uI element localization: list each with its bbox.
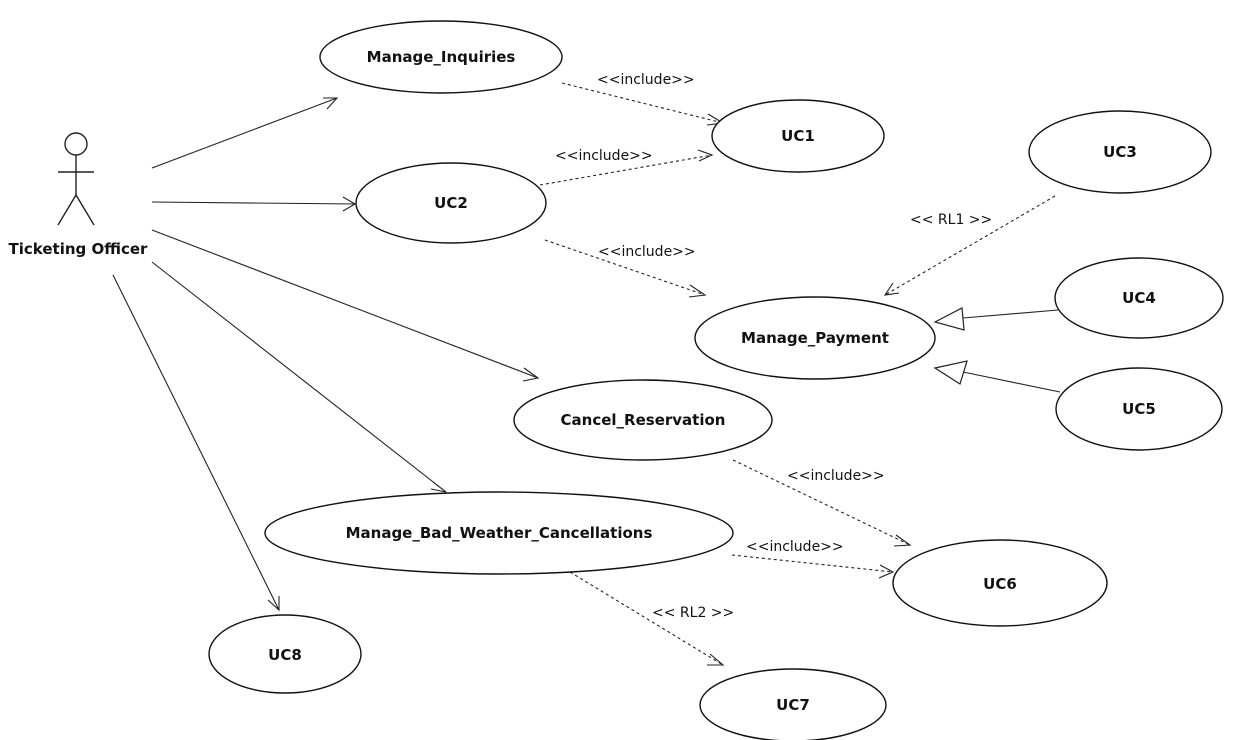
gen-triangle-uc4 (933, 307, 965, 331)
assoc-arrowhead (267, 596, 280, 612)
use-case-label: Manage_Bad_Weather_Cancellations (346, 524, 653, 542)
associations (112, 97, 540, 612)
dep-arrowhead (707, 653, 725, 666)
use-case-uc1[interactable]: UC1 (711, 99, 885, 173)
use-case-ellipse (694, 296, 936, 380)
use-case-uc7[interactable]: UC7 (699, 668, 887, 740)
use-case-label: UC8 (268, 646, 302, 664)
dep-arrowhead (878, 564, 895, 579)
dep-uc2-payment (544, 239, 706, 296)
use-case-uc5[interactable]: UC5 (1055, 367, 1223, 451)
use-case-uc4[interactable]: UC4 (1054, 257, 1224, 339)
use-case-label: UC1 (781, 127, 815, 145)
use-case-ellipse (1054, 257, 1224, 339)
label-rl1: << RL1 >> (910, 212, 992, 228)
label-include: <<include>> (597, 72, 695, 88)
gen-uc5-payment (962, 371, 1061, 393)
use-case-manage-bad-weather-cancellations[interactable]: Manage_Bad_Weather_Cancellations (264, 491, 734, 575)
dep-arrowhead (893, 534, 912, 547)
use-case-ellipse (264, 491, 734, 575)
use-case-label: UC3 (1103, 143, 1137, 161)
relationship-labels: <<include>> <<include>> <<include>> << R… (555, 72, 992, 621)
dep-uc3-payment (884, 195, 1056, 296)
use-case-label: Manage_Payment (741, 329, 889, 347)
use-case-ellipse (1028, 110, 1212, 194)
use-case-label: UC5 (1122, 400, 1156, 418)
label-include: <<include>> (787, 468, 885, 484)
assoc-arrowhead (323, 97, 339, 110)
dep-weather-uc6 (731, 554, 894, 573)
assoc-uc2 (151, 201, 356, 205)
assoc-arrowhead (342, 196, 357, 212)
use-case-label: UC2 (434, 194, 468, 212)
use-case-ellipse (1055, 367, 1223, 451)
actor-right-leg (75, 194, 95, 226)
dependencies (539, 82, 1056, 666)
use-case-cancel-reservation[interactable]: Cancel_Reservation (513, 379, 773, 461)
use-case-label: UC7 (776, 696, 810, 714)
use-case-ellipse (699, 668, 887, 740)
dep-cancel-uc6 (732, 459, 911, 546)
assoc-arrowhead (430, 481, 447, 493)
dep-uc2-uc1 (539, 154, 713, 186)
assoc-arrowhead (522, 367, 540, 382)
dep-arrowhead (688, 284, 707, 298)
use-case-ellipse (513, 379, 773, 461)
use-case-uc2[interactable]: UC2 (355, 162, 547, 244)
use-case-label: UC6 (983, 575, 1017, 593)
dep-inquiries-uc1 (561, 82, 724, 124)
use-case-label: UC4 (1122, 289, 1156, 307)
dep-arrowhead (697, 149, 714, 162)
actor-label: Ticketing Officer (9, 240, 149, 258)
gen-uc4-payment (962, 309, 1059, 319)
actor-head (64, 132, 88, 156)
label-rl2: << RL2 >> (652, 605, 734, 621)
use-case-ellipse (355, 162, 547, 244)
assoc-manage-inquiries (151, 97, 338, 169)
use-case-label: Cancel_Reservation (561, 411, 726, 429)
label-include: <<include>> (555, 148, 653, 164)
label-include: <<include>> (746, 539, 844, 555)
gen-triangle-uc5 (933, 360, 968, 385)
use-case-ellipse (892, 539, 1108, 627)
use-case-uc3[interactable]: UC3 (1028, 110, 1212, 194)
assoc-uc8 (112, 274, 280, 611)
assoc-manage-bad-weather (151, 261, 447, 493)
use-case-ellipse (319, 20, 563, 94)
use-case-uc6[interactable]: UC6 (892, 539, 1108, 627)
assoc-cancel-reservation (151, 229, 539, 379)
use-case-label: Manage_Inquiries (367, 48, 516, 66)
dep-arrowhead (883, 282, 900, 296)
generalizations (933, 307, 1061, 393)
use-case-uc8[interactable]: UC8 (208, 614, 362, 694)
actor-left-leg (57, 194, 77, 226)
use-case-manage-payment[interactable]: Manage_Payment (694, 296, 936, 380)
use-case-ellipse (208, 614, 362, 694)
label-include: <<include>> (598, 244, 696, 260)
use-case-manage-inquiries[interactable]: Manage_Inquiries (319, 20, 563, 94)
use-case-ellipse (711, 99, 885, 173)
actor-ticketing-officer[interactable]: Ticketing Officer (9, 132, 149, 258)
